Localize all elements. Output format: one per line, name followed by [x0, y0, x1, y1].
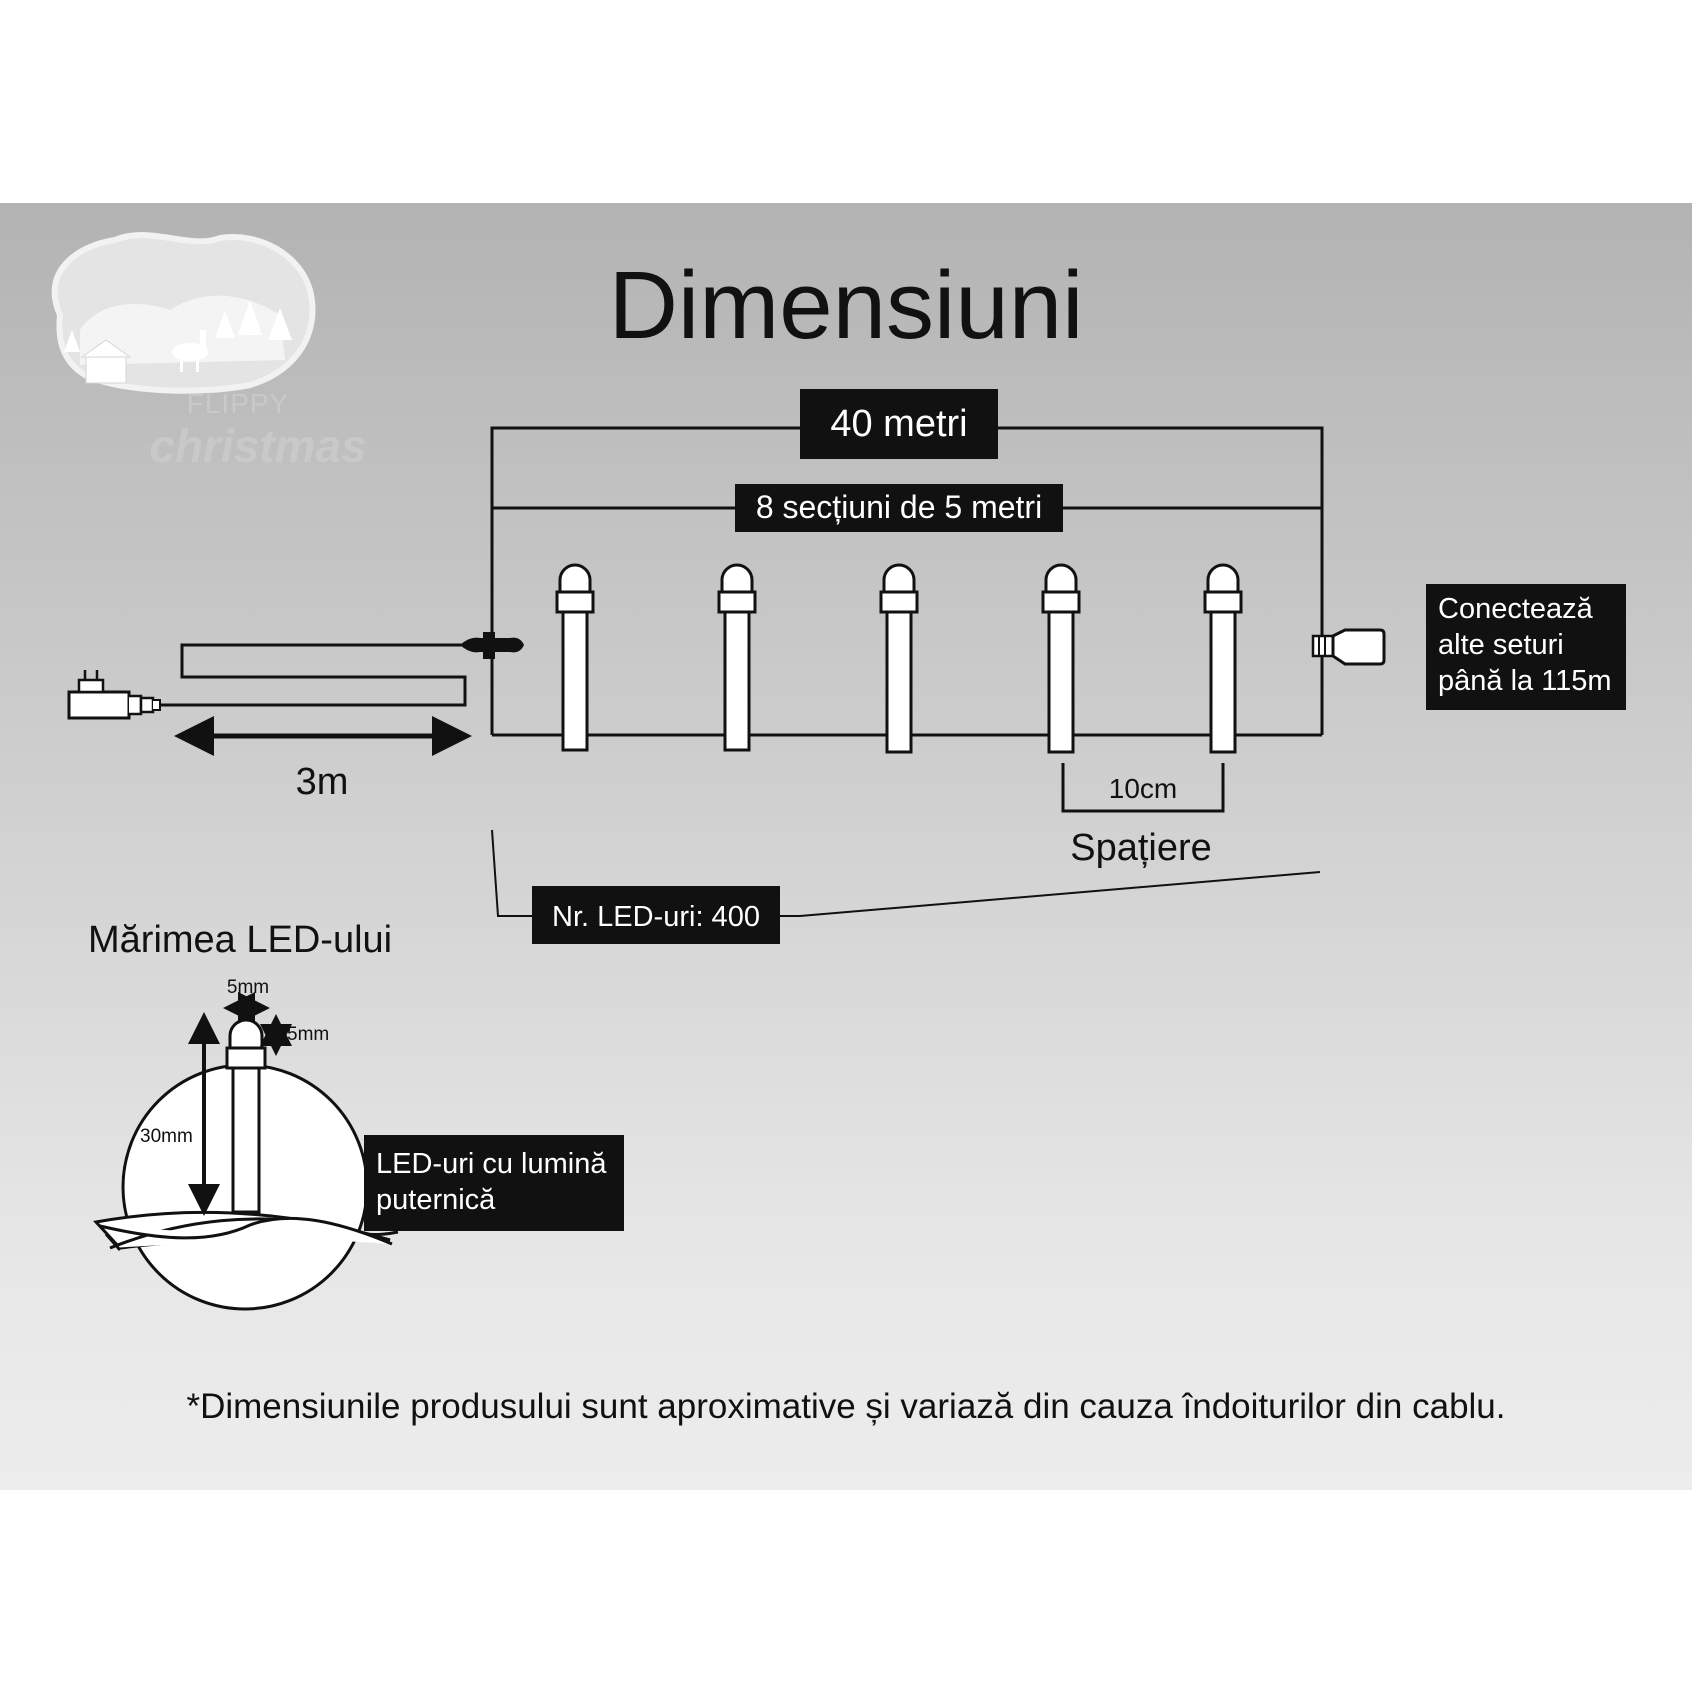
led-top-height-label: 5mm — [287, 1024, 329, 1045]
led-size-bulb — [225, 1018, 267, 1214]
led-width-label: 5mm — [227, 977, 269, 998]
led-bulb — [879, 563, 919, 754]
svg-text:Nr. LED-uri: 400: Nr. LED-uri: 400 — [552, 901, 760, 933]
logo-trees-icon — [64, 300, 292, 352]
led-bulb — [1203, 563, 1243, 754]
led-count-leader — [491, 829, 1321, 917]
end-connector-icon — [1311, 628, 1386, 666]
footnote: *Dimensiunile produsului sunt aproximati… — [186, 1387, 1505, 1426]
led-total-height-label: 30mm — [140, 1126, 193, 1147]
svg-text:Conectează: Conectează — [1438, 593, 1594, 625]
led-bulb — [1041, 563, 1081, 754]
lead-cable — [160, 643, 467, 707]
brand-logo: FLIPPY christmas — [51, 232, 367, 472]
page-title: Dimensiuni — [609, 252, 1084, 359]
twisted-cable — [93, 1210, 399, 1251]
lead-length-label: 3m — [296, 761, 349, 803]
connect-more-label: Conectează alte seturi până la 115m — [1426, 584, 1626, 710]
bright-leds-label: LED-uri cu lumină puternică — [364, 1135, 624, 1231]
svg-text:8 secțiuni de 5 metri: 8 secțiuni de 5 metri — [756, 489, 1042, 525]
spacing-label: Spațiere — [1070, 827, 1212, 869]
logo-house-icon — [80, 339, 132, 384]
led-bulb — [717, 563, 757, 752]
spacing-bracket — [1061, 763, 1225, 813]
led-size-heading: Mărimea LED-ului — [88, 919, 392, 961]
svg-text:până la 115m: până la 115m — [1438, 665, 1612, 697]
power-adapter-icon — [67, 670, 161, 720]
total-length-label: 40 metri — [800, 389, 998, 459]
led-count-label: Nr. LED-uri: 400 — [532, 886, 780, 944]
svg-text:puternică: puternică — [376, 1184, 496, 1216]
cable-joint-icon — [460, 632, 524, 659]
led-bulb — [555, 563, 595, 752]
sections-label: 8 secțiuni de 5 metri — [735, 484, 1063, 532]
logo-brand-bottom: christmas — [149, 420, 366, 472]
svg-text:40 metri: 40 metri — [830, 403, 967, 445]
svg-text:alte seturi: alte seturi — [1438, 629, 1564, 661]
svg-text:LED-uri cu lumină: LED-uri cu lumină — [376, 1148, 607, 1180]
logo-deer-icon — [172, 330, 208, 372]
spacing-value: 10cm — [1109, 773, 1177, 804]
logo-brand-top: FLIPPY — [187, 388, 289, 419]
